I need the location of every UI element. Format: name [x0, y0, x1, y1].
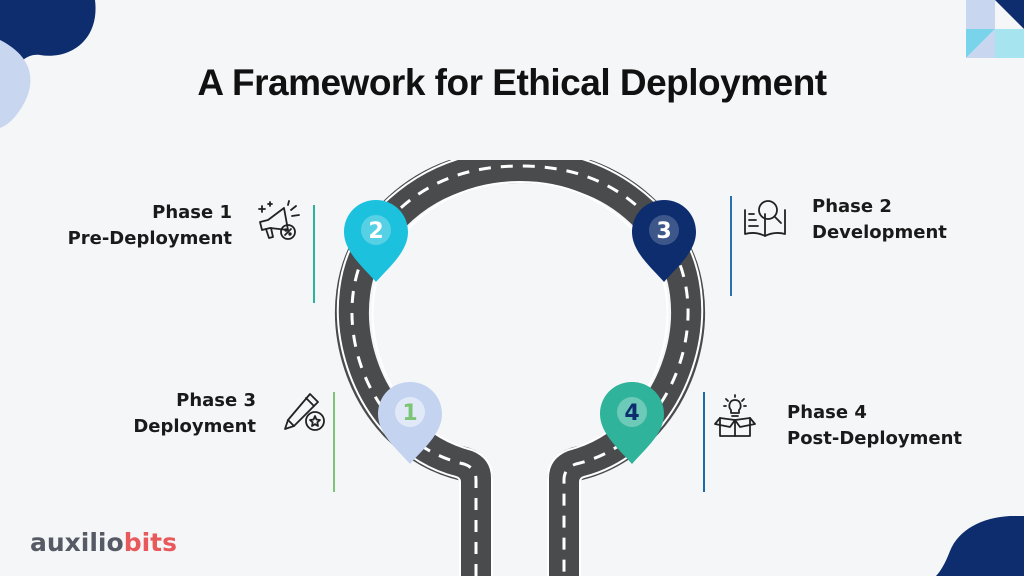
marker-number: 4: [624, 401, 639, 426]
marker-pin: [344, 200, 408, 282]
phase-3-text: Phase 3 Deployment: [60, 388, 256, 440]
marker-1: 1: [378, 382, 442, 464]
marker-number: 1: [402, 401, 417, 426]
phase-name: Post-Deployment: [787, 428, 963, 449]
brand-logo: auxiliobits: [30, 528, 177, 557]
road-edge-inner: [371, 180, 669, 576]
phase-label: Phase 4: [787, 402, 867, 423]
corner-triangles-top-right: [966, 0, 1024, 58]
phase-label: Phase 2: [812, 196, 892, 217]
marker-2: 2: [344, 200, 408, 282]
marker-3: 3: [632, 200, 696, 282]
book-search-icon: [744, 200, 786, 237]
phase-4-divider: [703, 392, 705, 492]
phase-name: Development: [812, 222, 947, 243]
page-title: A Framework for Ethical Deployment: [197, 62, 827, 103]
brand-part-1: auxilio: [30, 528, 124, 557]
phase-label: Phase 1: [152, 202, 232, 223]
phase-name: Pre-Deployment: [67, 228, 232, 249]
corner-blob-top-left: [0, 0, 96, 128]
phase-1-divider: [313, 205, 315, 303]
marker-pin: [632, 200, 696, 282]
marker-pin: [600, 382, 664, 464]
phase-2-text: Phase 2 Development: [812, 194, 1012, 246]
marker-number: 3: [656, 219, 671, 244]
megaphone-icon: [258, 200, 300, 240]
corner-blob-bottom-right: [936, 516, 1024, 576]
pencil-star-icon: [284, 393, 325, 431]
brand-part-2: bits: [123, 528, 177, 557]
phase-3-divider: [333, 392, 335, 492]
marker-number: 2: [368, 219, 383, 244]
phase-4-text: Phase 4 Post-Deployment: [787, 400, 997, 452]
phase-2-divider: [730, 196, 732, 296]
phase-name: Deployment: [133, 416, 256, 437]
phase-1-text: Phase 1 Pre-Deployment: [40, 200, 232, 252]
box-idea-icon: [714, 394, 756, 437]
phase-label: Phase 3: [176, 390, 256, 411]
marker-4: 4: [600, 382, 664, 464]
